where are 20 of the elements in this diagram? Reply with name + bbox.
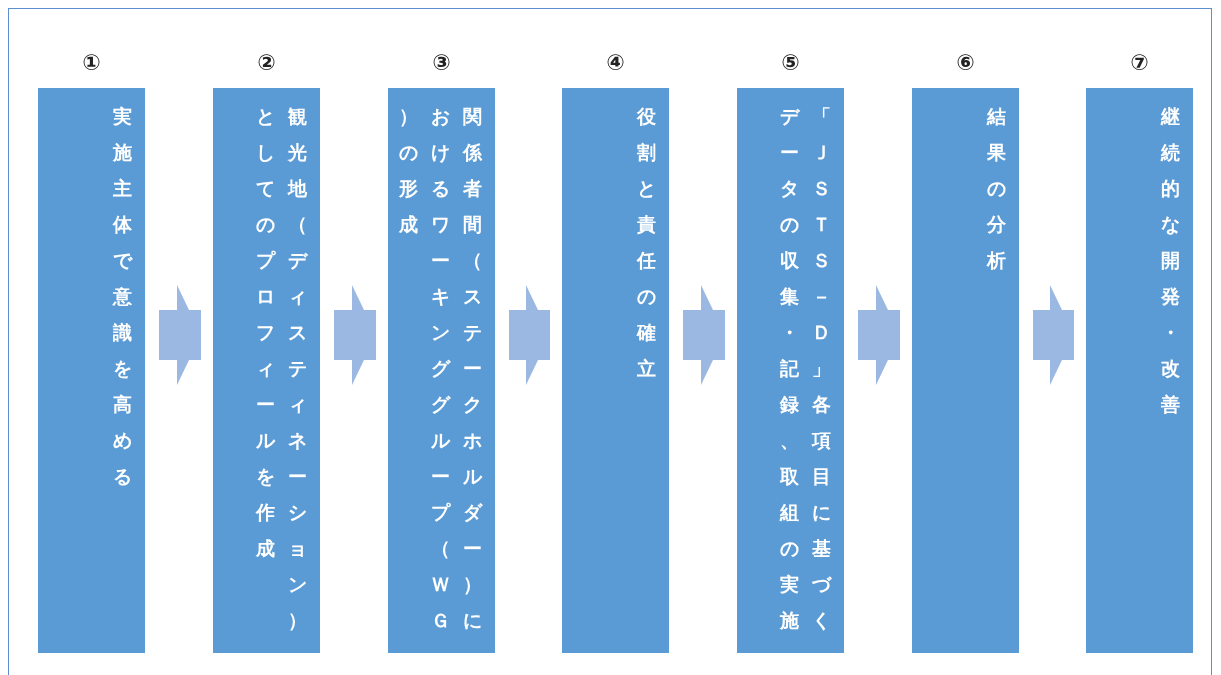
step-text: 継続的な開発・改善 [1159,104,1181,417]
step-number: ⑤ [780,49,801,77]
step-number: ④ [605,49,626,77]
step-text: 役割と責任の確立 [635,104,657,381]
step-number: ② [256,49,277,77]
step-text: 実施主体で意識を高める [111,104,133,489]
step-number: ⑥ [955,49,976,77]
step-number: ③ [431,49,452,77]
step-number: ① [81,49,102,77]
arrow [509,285,550,385]
step-text: 「ＪＳＴＳ－Ｄ」各項目に基づくデータの収集・記録、取組の実施 [778,104,832,633]
arrow [858,285,900,385]
step-number: ⑦ [1129,49,1150,77]
arrow [1033,285,1074,385]
arrow [159,285,201,385]
step-text: 結果の分析 [985,104,1007,273]
step-text: 観光地（ディスティネーション）としてのプロフィールを作成 [254,104,308,633]
arrow [683,285,725,385]
arrow [334,285,376,385]
step-text: 関係者間（ステークホルダー）におけるワーキンググループ（ＷＧ）の形成 [397,104,483,633]
